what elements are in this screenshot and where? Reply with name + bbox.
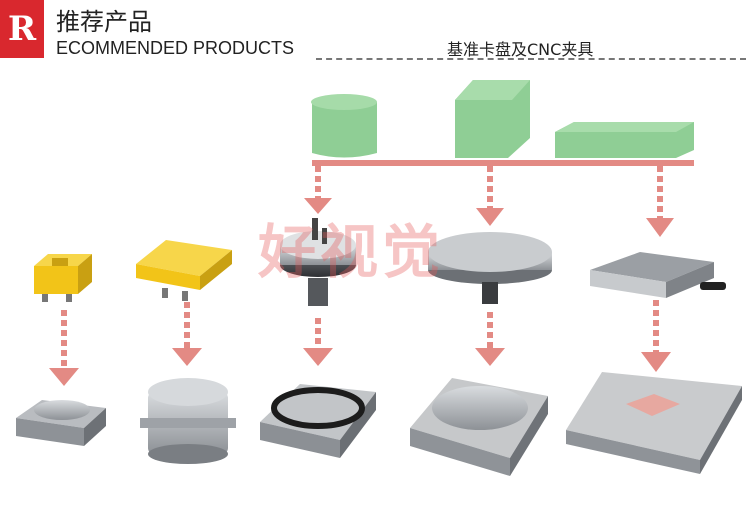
- page-title-en: ECOMMENDED PRODUCTS: [56, 38, 295, 58]
- workpiece-cylinder-icon: [311, 94, 377, 158]
- down-arrow-icon: [475, 312, 505, 366]
- down-arrow-icon: [303, 318, 333, 366]
- logo-letter: R: [7, 9, 37, 49]
- workpiece-plate-icon: [555, 122, 694, 158]
- base-chuck-4: [410, 378, 548, 476]
- fixture-large-yellow: [136, 240, 232, 301]
- product-diagram: [16, 80, 742, 476]
- section-subtitle: 基准卡盘及CNC夹具: [447, 40, 594, 59]
- down-arrow-icon: [641, 300, 671, 372]
- down-arrow-icon: [49, 310, 79, 386]
- base-chuck-3: [260, 384, 376, 458]
- watermark: 好视觉: [258, 218, 445, 286]
- down-arrow-icon: [304, 166, 332, 214]
- pallet-square-top: [590, 252, 726, 298]
- base-chuck-5: [566, 372, 742, 474]
- chuck-round-top: [280, 218, 356, 306]
- fixture-small-yellow: [34, 254, 92, 302]
- workpiece-block-icon: [455, 80, 530, 158]
- down-arrow-icon: [476, 166, 504, 226]
- header-divider: [316, 58, 746, 60]
- down-arrow-icon: [172, 302, 202, 366]
- logo: R: [0, 0, 44, 58]
- base-chuck-2: [140, 378, 236, 464]
- page-title: 推荐产品: [56, 8, 152, 36]
- base-chuck-1: [16, 400, 106, 446]
- chuck-plate-top: [428, 232, 552, 304]
- down-arrow-icon: [646, 166, 674, 237]
